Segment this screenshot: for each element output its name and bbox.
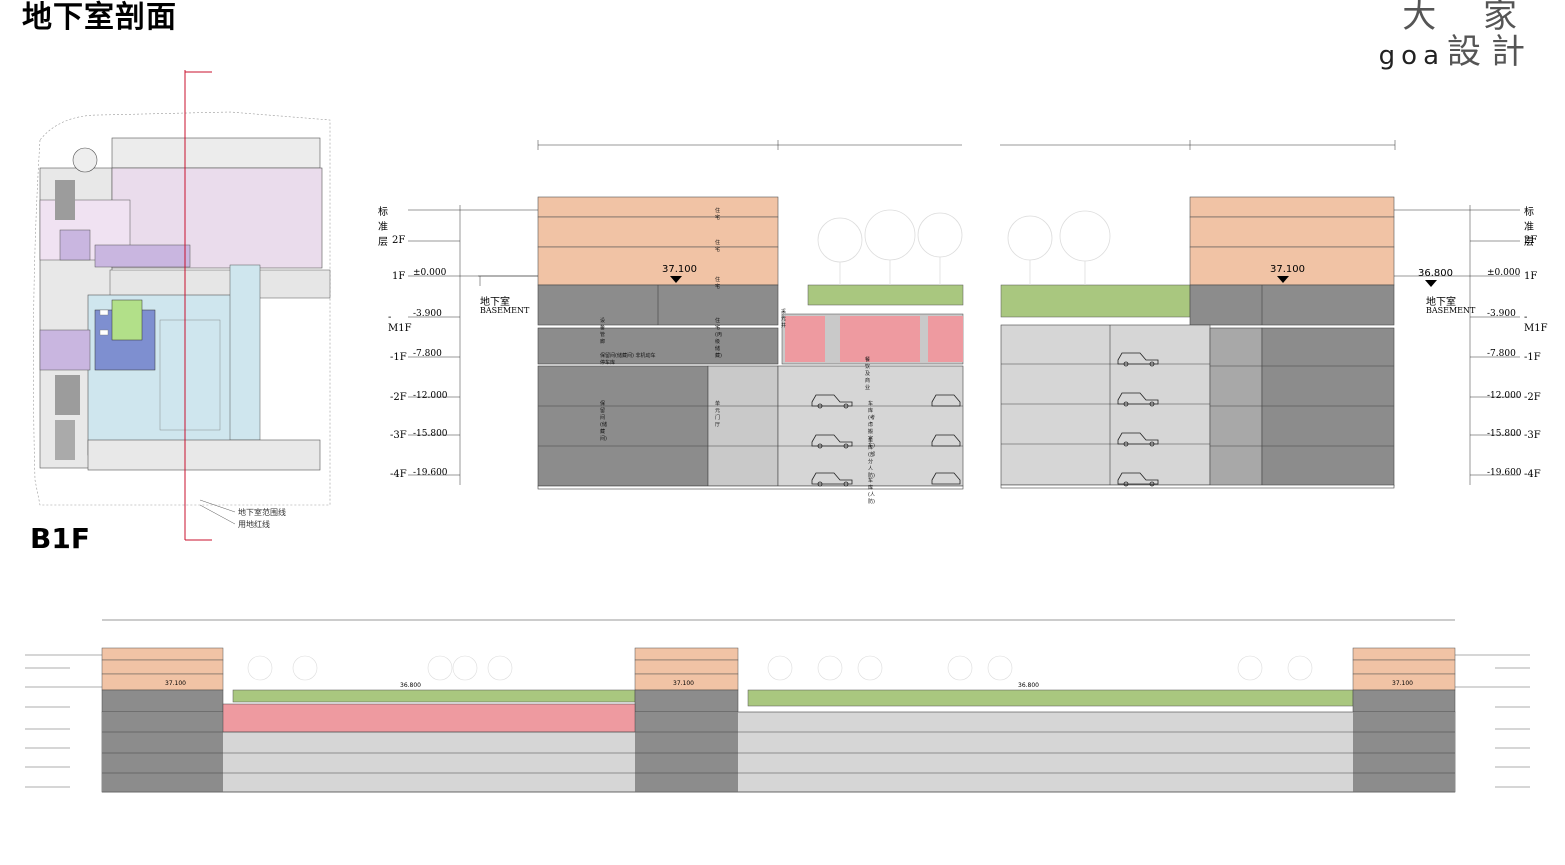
elevation-label: -19.600 bbox=[1487, 468, 1522, 478]
level-label: 2F bbox=[392, 235, 406, 246]
logo: 大 家 goa 設計 bbox=[1379, 0, 1535, 69]
room-label: 设备管廊 bbox=[600, 318, 606, 345]
right-elev-marker-2: 36.800 bbox=[1418, 268, 1453, 279]
level-label: 1F bbox=[1524, 271, 1538, 282]
level-label: 1F bbox=[392, 271, 406, 282]
logo-cn-top: 大 家 bbox=[1402, 0, 1535, 36]
elevation-label: ±0.000 bbox=[1487, 268, 1521, 278]
level-label: 2F bbox=[1524, 235, 1538, 246]
logo-cn-bottom: 設計 bbox=[1447, 32, 1535, 72]
room-label: 车库(部分人防) bbox=[868, 438, 875, 479]
legend-basement-line: 地下室范围线 bbox=[238, 508, 286, 517]
long-marker: 36.800 bbox=[1018, 682, 1039, 689]
section-right bbox=[1000, 140, 1520, 489]
room-label: 住宅 bbox=[715, 277, 721, 290]
left-basement-en: BASEMENT bbox=[480, 306, 530, 315]
plan-floor-label: B1F bbox=[30, 522, 90, 555]
long-marker: 37.100 bbox=[1392, 680, 1413, 687]
right-elev-marker: 37.100 bbox=[1270, 264, 1305, 275]
page-title: 地下室剖面 bbox=[22, 0, 177, 35]
room-label: 单元门厅 bbox=[715, 401, 721, 428]
long-marker: 36.800 bbox=[400, 682, 421, 689]
elevation-label: -12.000 bbox=[1487, 391, 1522, 401]
room-label: 住宅(丙级储藏) bbox=[715, 318, 722, 359]
section-left bbox=[408, 140, 964, 490]
room-label: 车库(考虑搬家车) bbox=[868, 401, 875, 449]
left-elev-marker: 37.100 bbox=[662, 264, 697, 275]
level-label: -4F bbox=[1524, 469, 1541, 480]
level-label: -M1F bbox=[388, 312, 412, 334]
level-label: -3F bbox=[1524, 430, 1541, 441]
long-marker: 37.100 bbox=[165, 680, 186, 687]
level-label: -3F bbox=[390, 430, 407, 441]
room-label: 保留间(储藏间) bbox=[600, 401, 607, 442]
level-label: -2F bbox=[390, 392, 407, 403]
logo-en: goa bbox=[1378, 41, 1445, 71]
level-label: 标准层 bbox=[1524, 207, 1534, 248]
elevation-label: ±0.000 bbox=[413, 268, 447, 278]
floor-plan bbox=[33, 70, 331, 541]
level-label: -M1F bbox=[1524, 312, 1548, 334]
room-label: 餐饮及商业 bbox=[865, 357, 871, 391]
level-label: -2F bbox=[1524, 392, 1541, 403]
right-basement-en: BASEMENT bbox=[1426, 306, 1476, 315]
elevation-label: -3.900 bbox=[1487, 309, 1516, 319]
elevation-label: -3.900 bbox=[413, 309, 442, 319]
room-label: 保留间(储藏间) 非机动车停车库 bbox=[600, 353, 656, 366]
level-label: -4F bbox=[390, 469, 407, 480]
elevation-label: -15.800 bbox=[413, 429, 448, 439]
elevation-label: -15.800 bbox=[1487, 429, 1522, 439]
elevation-label: -7.800 bbox=[1487, 349, 1516, 359]
right-basement-cn: 地下室 bbox=[1426, 297, 1456, 308]
level-label: -1F bbox=[390, 352, 407, 363]
room-label: 住宅 bbox=[715, 208, 721, 221]
room-label: 住宅 bbox=[715, 240, 721, 253]
elevation-label: -19.600 bbox=[413, 468, 448, 478]
legend-red-line: 用地红线 bbox=[238, 520, 270, 529]
long-marker: 37.100 bbox=[673, 680, 694, 687]
level-label: -1F bbox=[1524, 352, 1541, 363]
level-label: 标准层 bbox=[378, 207, 388, 248]
room-label: 采光井 bbox=[781, 309, 787, 329]
section-long bbox=[25, 619, 1530, 793]
elevation-label: -12.000 bbox=[413, 391, 448, 401]
room-label: 车库(人防) bbox=[868, 478, 875, 505]
left-basement-cn: 地下室 bbox=[480, 297, 510, 308]
elevation-label: -7.800 bbox=[413, 349, 442, 359]
